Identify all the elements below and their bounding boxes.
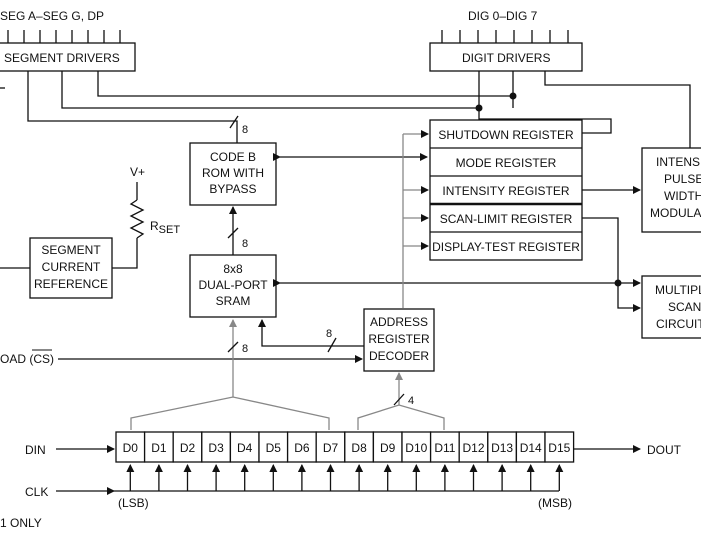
address-decoder-block: ADDRESS REGISTER DECODER xyxy=(363,308,435,372)
din-label: DIN xyxy=(25,443,46,457)
rom-bus-width-label: 8 xyxy=(242,124,248,136)
bit-label: D8 xyxy=(351,441,367,455)
clock-lines xyxy=(126,464,564,491)
code-b-rom-block: CODE B ROM WITH BYPASS xyxy=(189,142,277,206)
bit-label: D5 xyxy=(266,441,282,455)
bit-cell-d5: D5 xyxy=(258,431,289,463)
bit-cell-d4: D4 xyxy=(229,431,260,463)
bit-cell-d9: D9 xyxy=(372,431,403,463)
bit-label: D12 xyxy=(462,441,484,455)
bit-label: D13 xyxy=(491,441,513,455)
load-cs-label: OAD (CS) xyxy=(0,352,54,366)
register-stack: SHUTDOWN REGISTER MODE REGISTER INTENSIT… xyxy=(429,119,583,261)
svg-text:REFERENCE: REFERENCE xyxy=(34,277,108,291)
decoder-select-lines xyxy=(402,130,429,308)
rset-label: RSET xyxy=(150,219,180,236)
svg-text:DUAL-PORT: DUAL-PORT xyxy=(198,278,268,292)
footnote-label: 1 ONLY xyxy=(0,516,42,530)
bit-cell-d1: D1 xyxy=(143,431,174,463)
bit-cell-d7: D7 xyxy=(315,431,346,463)
bit-label: D6 xyxy=(294,441,310,455)
shift-register: D0 D1 D2 D3 D4 D5 D6 D7 D8 D9 D10 D11 D12 D13 D14 D15 xyxy=(115,431,575,463)
svg-text:ADDRESS: ADDRESS xyxy=(370,315,428,329)
svg-text:4: 4 xyxy=(408,395,414,407)
digit-drivers-label: DIGIT DRIVERS xyxy=(462,51,550,65)
svg-text:BYPASS: BYPASS xyxy=(209,182,256,196)
driver-feedback-lines xyxy=(0,71,691,148)
rset-resistor: V+ RSET xyxy=(112,165,180,269)
clk-label: CLK xyxy=(25,485,48,499)
digit-drivers-block: DIGIT DRIVERS xyxy=(429,30,583,72)
bit-label: D7 xyxy=(323,441,339,455)
lsb-label: (LSB) xyxy=(118,496,149,510)
mode-register-label: MODE REGISTER xyxy=(456,156,557,170)
scan-limit-register-label: SCAN-LIMIT REGISTER xyxy=(440,212,573,226)
bit-label: D4 xyxy=(237,441,253,455)
svg-text:PULSE: PULSE xyxy=(664,172,701,186)
bit-label: D11 xyxy=(434,441,455,455)
svg-text:WIDTH: WIDTH xyxy=(664,189,701,203)
svg-text:INTENSI: INTENSI xyxy=(656,155,701,169)
bit-cell-d14: D14 xyxy=(515,431,546,463)
msb-label: (MSB) xyxy=(538,496,572,510)
bit-cell-d8: D8 xyxy=(344,431,375,463)
bit-label: D2 xyxy=(180,441,196,455)
svg-text:REGISTER: REGISTER xyxy=(368,332,430,346)
svg-text:DECODER: DECODER xyxy=(369,349,429,363)
dout-label: DOUT xyxy=(647,443,682,457)
intensity-pwm-block: INTENSI PULSE WIDTH MODULA xyxy=(641,147,701,233)
svg-text:SCAN: SCAN xyxy=(668,300,701,314)
svg-text:MULTIPL: MULTIPL xyxy=(655,283,701,297)
seg-bus-label: SEG A–SEG G, DP xyxy=(0,9,104,23)
decoder-input-bus: 4 xyxy=(357,372,445,430)
bit-cell-d15: D15 xyxy=(544,431,575,463)
segment-current-reference-block: SEGMENT CURRENT REFERENCE xyxy=(29,237,113,299)
vplus-label: V+ xyxy=(130,165,145,179)
bit-label: D15 xyxy=(548,441,570,455)
bit-label: D10 xyxy=(405,441,427,455)
shutdown-register-label: SHUTDOWN REGISTER xyxy=(438,128,574,142)
bit-cell-d10: D10 xyxy=(401,431,432,463)
sram-block: 8x8 DUAL-PORT SRAM xyxy=(189,254,277,318)
segment-drivers-block: SEGMENT DRIVERS xyxy=(0,30,136,72)
bit-label: D9 xyxy=(380,441,396,455)
bit-label: D0 xyxy=(123,441,139,455)
svg-text:SEGMENT: SEGMENT xyxy=(41,243,101,257)
bit-cell-d3: D3 xyxy=(201,431,232,463)
sram-input-bus: 8 xyxy=(130,319,330,430)
bit-label: D1 xyxy=(151,441,167,455)
segment-drivers-label: SEGMENT DRIVERS xyxy=(4,51,120,65)
svg-text:8x8: 8x8 xyxy=(223,262,243,276)
intensity-register-label: INTENSITY REGISTER xyxy=(442,184,569,198)
svg-text:SRAM: SRAM xyxy=(216,294,251,308)
svg-text:8: 8 xyxy=(242,343,248,355)
svg-text:CIRCUIT: CIRCUIT xyxy=(656,317,701,331)
svg-text:CODE B: CODE B xyxy=(210,150,256,164)
bit-cell-d6: D6 xyxy=(286,431,317,463)
bit-cell-d0: D0 xyxy=(115,431,146,463)
bit-cell-d12: D12 xyxy=(458,431,489,463)
bit-cell-d11: D11 xyxy=(429,431,460,463)
svg-text:MODULA: MODULA xyxy=(650,206,701,220)
dig-bus-label: DIG 0–DIG 7 xyxy=(468,9,538,23)
svg-text:CURRENT: CURRENT xyxy=(42,260,101,274)
bit-cell-d13: D13 xyxy=(487,431,518,463)
bit-label: D14 xyxy=(520,441,542,455)
svg-text:ROM WITH: ROM WITH xyxy=(202,166,264,180)
bit-label: D3 xyxy=(208,441,224,455)
bit-cell-d2: D2 xyxy=(172,431,203,463)
multiplex-scan-block: MULTIPL SCAN CIRCUIT xyxy=(641,275,701,339)
decoder-bus-width-label: 8 xyxy=(326,328,332,340)
display-test-register-label: DISPLAY-TEST REGISTER xyxy=(432,240,580,254)
sram-bus-width-label: 8 xyxy=(242,238,248,250)
